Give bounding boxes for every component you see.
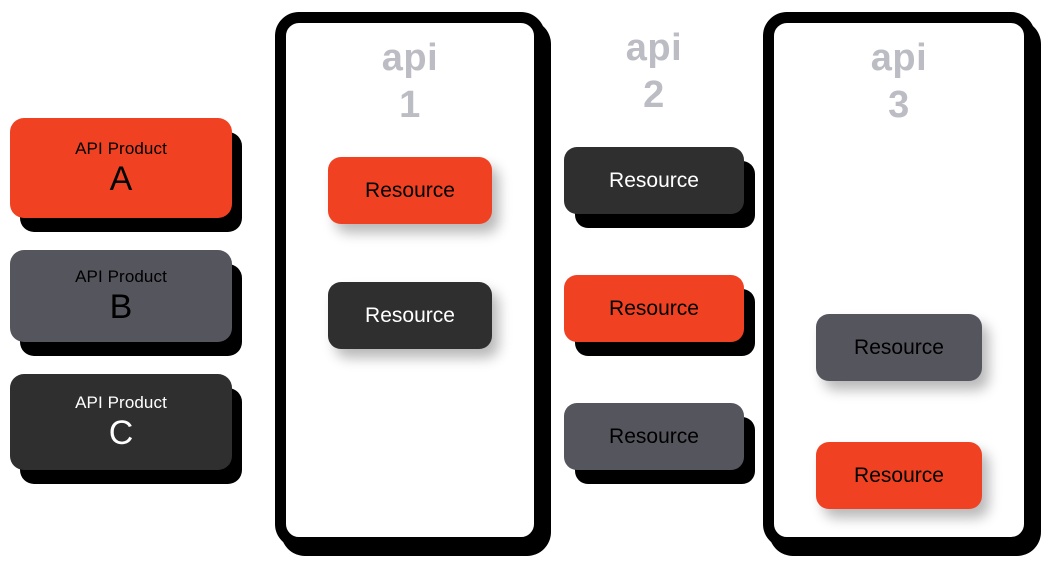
api-number: 1 <box>399 84 421 126</box>
api-product-card-b[interactable]: API Product B <box>10 250 232 342</box>
api-word: api <box>625 27 683 69</box>
api-products-column: API Product A API Product B API Product … <box>10 118 250 502</box>
api-product-caption: API Product <box>75 267 167 286</box>
resource-card[interactable]: Resource <box>816 442 982 509</box>
resource-card[interactable]: Resource <box>816 314 982 381</box>
api-number: 2 <box>643 74 665 116</box>
api-title-2: api 2 <box>556 25 752 119</box>
api-number: 3 <box>888 84 910 126</box>
api-container-1[interactable]: api 1 Resource Resource <box>275 12 545 548</box>
api-product-letter: C <box>108 414 134 452</box>
resource-card[interactable]: Resource <box>328 282 492 349</box>
api-product-card-a[interactable]: API Product A <box>10 118 232 218</box>
api-product-card-c[interactable]: API Product C <box>10 374 232 470</box>
api-title-3: api 3 <box>774 35 1024 129</box>
api-product-letter: A <box>109 160 133 198</box>
resource-card[interactable]: Resource <box>328 157 492 224</box>
resource-card[interactable]: Resource <box>564 403 744 470</box>
resource-card[interactable]: Resource <box>564 275 744 342</box>
api-title-1: api 1 <box>286 35 534 129</box>
api-product-caption: API Product <box>75 393 167 412</box>
api-container-2[interactable]: api 2 Resource Resource Resource <box>556 12 752 512</box>
api-container-3[interactable]: api 3 Resource Resource <box>763 12 1035 548</box>
api-word: api <box>870 37 928 79</box>
resource-card[interactable]: Resource <box>564 147 744 214</box>
api-product-caption: API Product <box>75 139 167 158</box>
api-word: api <box>381 37 439 79</box>
api-product-letter: B <box>109 288 133 326</box>
